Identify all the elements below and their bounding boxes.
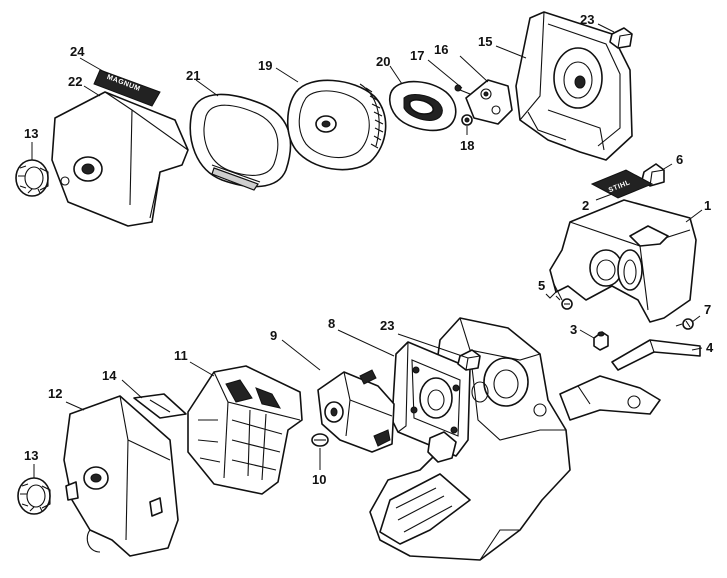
part-21-prefilter-frame bbox=[189, 93, 292, 191]
callout-23-bottom: 23 bbox=[380, 318, 394, 333]
callout-20: 20 bbox=[376, 54, 390, 69]
callout-7: 7 bbox=[704, 302, 711, 317]
part-20-filter-gasket bbox=[388, 80, 457, 132]
leader-lines bbox=[31, 23, 703, 478]
callout-2: 2 bbox=[582, 198, 589, 213]
part-8-carrier-plate bbox=[391, 341, 471, 463]
callout-10: 10 bbox=[312, 472, 326, 487]
part-13-knob-bottom bbox=[17, 477, 51, 515]
callout-24: 24 bbox=[70, 44, 85, 59]
part-12-filter-cover bbox=[63, 395, 179, 557]
callout-16: 16 bbox=[434, 42, 448, 57]
callout-22: 22 bbox=[68, 74, 82, 89]
callout-15: 15 bbox=[478, 34, 492, 49]
part-5-screw bbox=[555, 295, 573, 310]
part-4-strip bbox=[611, 339, 701, 371]
part-9-bracket bbox=[317, 369, 395, 453]
callout-23-top: 23 bbox=[580, 12, 594, 27]
callout-13-bottom: 13 bbox=[24, 448, 38, 463]
callout-8: 8 bbox=[328, 316, 335, 331]
part-3-sleeve bbox=[593, 331, 609, 351]
callout-5: 5 bbox=[538, 278, 545, 293]
part-14-gasket-strip bbox=[133, 393, 187, 419]
callout-1: 1 bbox=[704, 198, 711, 213]
callout-17: 17 bbox=[410, 48, 424, 63]
callout-9: 9 bbox=[270, 328, 277, 343]
part-18-nut bbox=[461, 114, 473, 126]
callout-labels: 1 2 3 4 5 6 7 8 9 10 11 12 13 13 14 15 1… bbox=[24, 12, 714, 487]
part-7-screw bbox=[675, 318, 694, 330]
callout-13-top: 13 bbox=[24, 126, 38, 141]
part-19-air-filter bbox=[286, 79, 387, 171]
part-2-stihl-decal: STIHL bbox=[590, 169, 654, 199]
callout-12: 12 bbox=[48, 386, 62, 401]
callout-18: 18 bbox=[460, 138, 474, 153]
callout-21: 21 bbox=[186, 68, 200, 83]
part-10-screw bbox=[311, 433, 329, 447]
part-13-knob-top bbox=[15, 159, 49, 197]
callout-4: 4 bbox=[706, 340, 714, 355]
callout-6: 6 bbox=[676, 152, 683, 167]
part-23-grommet-top bbox=[609, 27, 633, 49]
callout-19: 19 bbox=[258, 58, 272, 73]
part-22-filter-cover bbox=[51, 91, 189, 227]
part-15-carburetor-housing bbox=[515, 11, 633, 161]
engine-housing bbox=[369, 317, 661, 561]
callout-11: 11 bbox=[174, 348, 188, 363]
part-16-17-choke-plate bbox=[454, 79, 513, 125]
callout-14: 14 bbox=[102, 368, 117, 383]
callout-3: 3 bbox=[570, 322, 577, 337]
part-11-baffle bbox=[187, 365, 303, 495]
part-1-shroud bbox=[545, 199, 697, 323]
